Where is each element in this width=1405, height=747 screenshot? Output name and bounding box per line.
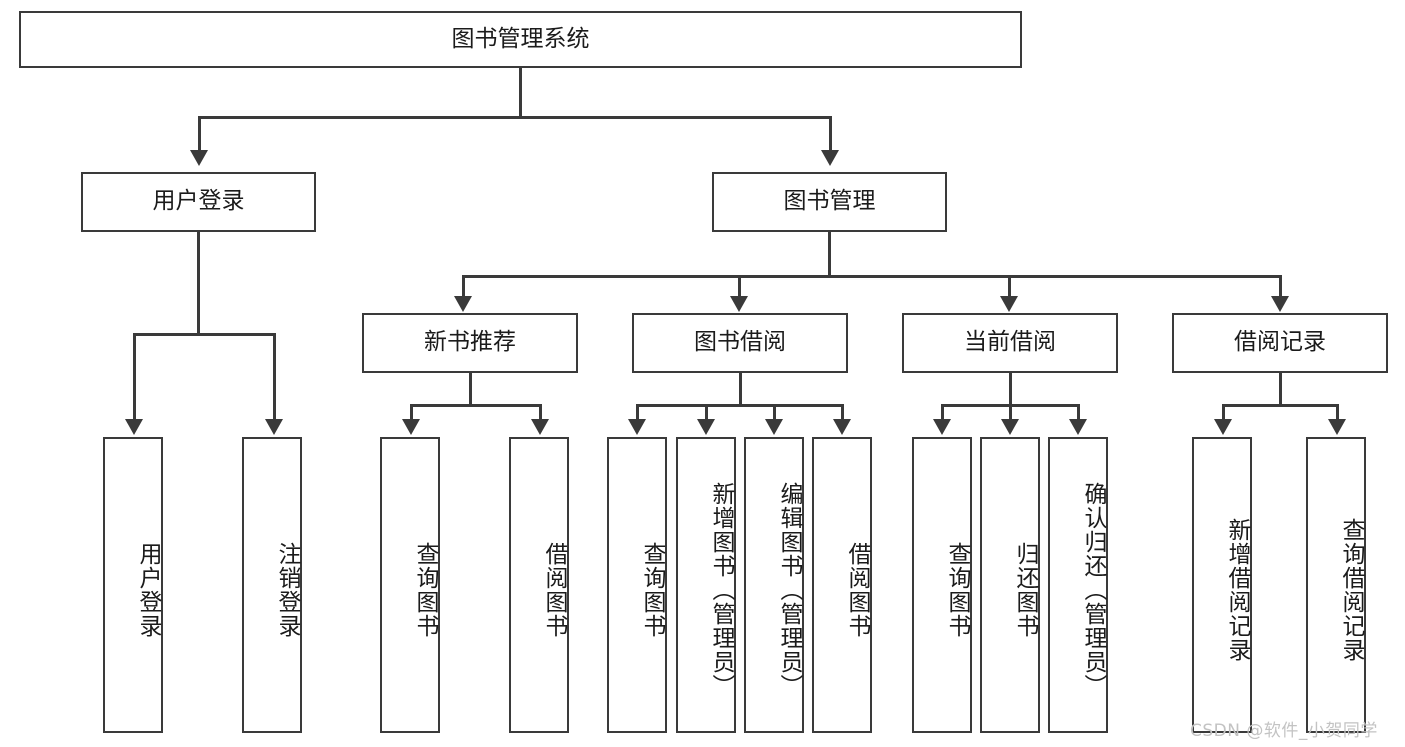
arrow-cb-leaf-2 [1001, 419, 1019, 435]
connector-bm-to-borrow-record [1279, 275, 1282, 298]
connector-root-stem [519, 68, 522, 118]
node-label: 借阅图书 [541, 542, 567, 638]
node-label: 编辑图书（管理员） [776, 482, 802, 698]
connector-root-to-user-login [198, 116, 201, 152]
connector-user-login-leaf-1 [133, 333, 136, 421]
arrow-bb-leaf-4 [833, 419, 851, 435]
connector-user-login-bar [133, 333, 276, 336]
connector-bb-stem [739, 373, 742, 406]
connector-bb-leaf-2 [705, 404, 708, 421]
node-label: 借阅记录 [1234, 329, 1326, 356]
connector-cb-leaf-3 [1077, 404, 1080, 421]
arrow-user-login-leaf-2 [265, 419, 283, 435]
connector-br-leaf-1 [1222, 404, 1225, 421]
arrow-bb-leaf-3 [765, 419, 783, 435]
connector-nbr-bar [410, 404, 542, 407]
node-label: 用户登录 [152, 188, 245, 215]
leaf-user-login[interactable]: 用户登录 [103, 437, 163, 733]
node-label: 新增借阅记录 [1224, 518, 1250, 662]
connector-bb-leaf-4 [841, 404, 844, 421]
node-label: 当前借阅 [964, 329, 1056, 356]
connector-cb-stem [1009, 373, 1012, 406]
node-label: 新书推荐 [424, 329, 516, 356]
node-user-login[interactable]: 用户登录 [81, 172, 316, 232]
node-label: 图书管理系统 [451, 25, 590, 52]
arrow-nbr-leaf-1 [402, 419, 420, 435]
arrow-bm-to-current-borrow [1000, 296, 1018, 312]
leaf-logout[interactable]: 注销登录 [242, 437, 302, 733]
connector-root-bar [198, 116, 832, 119]
connector-book-manage-bar [462, 275, 1282, 278]
node-label: 确认归还（管理员） [1080, 482, 1106, 698]
leaf-query-book-1[interactable]: 查询图书 [380, 437, 440, 733]
connector-bm-to-current-borrow [1008, 275, 1011, 298]
node-root-system[interactable]: 图书管理系统 [19, 11, 1022, 68]
connector-cb-leaf-1 [941, 404, 944, 421]
connector-root-to-book-manage [829, 116, 832, 152]
arrow-nbr-leaf-2 [531, 419, 549, 435]
connector-nbr-stem [469, 373, 472, 406]
arrow-cb-leaf-1 [933, 419, 951, 435]
arrow-br-leaf-1 [1214, 419, 1232, 435]
node-label: 查询图书 [639, 542, 665, 638]
leaf-query-book-2[interactable]: 查询图书 [607, 437, 667, 733]
arrow-br-leaf-2 [1328, 419, 1346, 435]
leaf-borrow-book-2[interactable]: 借阅图书 [812, 437, 872, 733]
connector-br-stem [1279, 373, 1282, 406]
leaf-query-book-3[interactable]: 查询图书 [912, 437, 972, 733]
node-label: 用户登录 [135, 542, 161, 638]
leaf-confirm-return[interactable]: 确认归还（管理员） [1048, 437, 1108, 733]
node-label: 查询借阅记录 [1338, 518, 1364, 662]
node-label: 注销登录 [274, 542, 300, 638]
leaf-query-record[interactable]: 查询借阅记录 [1306, 437, 1366, 733]
connector-cb-leaf-2 [1009, 404, 1012, 421]
arrow-bb-leaf-2 [697, 419, 715, 435]
leaf-edit-book[interactable]: 编辑图书（管理员） [744, 437, 804, 733]
node-label: 归还图书 [1012, 542, 1038, 638]
connector-nbr-leaf-2 [539, 404, 542, 421]
connector-bb-bar [636, 404, 842, 407]
connector-br-leaf-2 [1336, 404, 1339, 421]
arrow-user-login-leaf-1 [125, 419, 143, 435]
leaf-return-book[interactable]: 归还图书 [980, 437, 1040, 733]
connector-bb-leaf-3 [773, 404, 776, 421]
arrow-root-to-book-manage [821, 150, 839, 166]
arrow-bm-to-book-borrow [730, 296, 748, 312]
connector-user-login-leaf-2 [273, 333, 276, 421]
leaf-add-book[interactable]: 新增图书（管理员） [676, 437, 736, 733]
connector-book-manage-stem [828, 232, 831, 277]
node-label: 新增图书（管理员） [708, 482, 734, 698]
connector-bm-to-new-book [462, 275, 465, 298]
csdn-watermark: CSDN @软件_小贺同学 [1190, 721, 1378, 741]
node-book-manage[interactable]: 图书管理 [712, 172, 947, 232]
connector-br-bar [1222, 404, 1339, 407]
arrow-bm-to-borrow-record [1271, 296, 1289, 312]
node-current-borrow[interactable]: 当前借阅 [902, 313, 1118, 373]
node-label: 图书管理 [783, 188, 876, 215]
node-label: 借阅图书 [844, 542, 870, 638]
arrow-bb-leaf-1 [628, 419, 646, 435]
leaf-add-record[interactable]: 新增借阅记录 [1192, 437, 1252, 733]
node-book-borrow[interactable]: 图书借阅 [632, 313, 848, 373]
arrow-cb-leaf-3 [1069, 419, 1087, 435]
arrow-root-to-user-login [190, 150, 208, 166]
connector-nbr-leaf-1 [410, 404, 413, 421]
connector-bb-leaf-1 [636, 404, 639, 421]
node-label: 查询图书 [944, 542, 970, 638]
leaf-borrow-book-1[interactable]: 借阅图书 [509, 437, 569, 733]
node-new-book-recommend[interactable]: 新书推荐 [362, 313, 578, 373]
arrow-bm-to-new-book [454, 296, 472, 312]
connector-bm-to-book-borrow [738, 275, 741, 298]
connector-user-login-stem [197, 232, 200, 336]
node-borrow-record[interactable]: 借阅记录 [1172, 313, 1388, 373]
node-label: 图书借阅 [694, 329, 786, 356]
node-label: 查询图书 [412, 542, 438, 638]
